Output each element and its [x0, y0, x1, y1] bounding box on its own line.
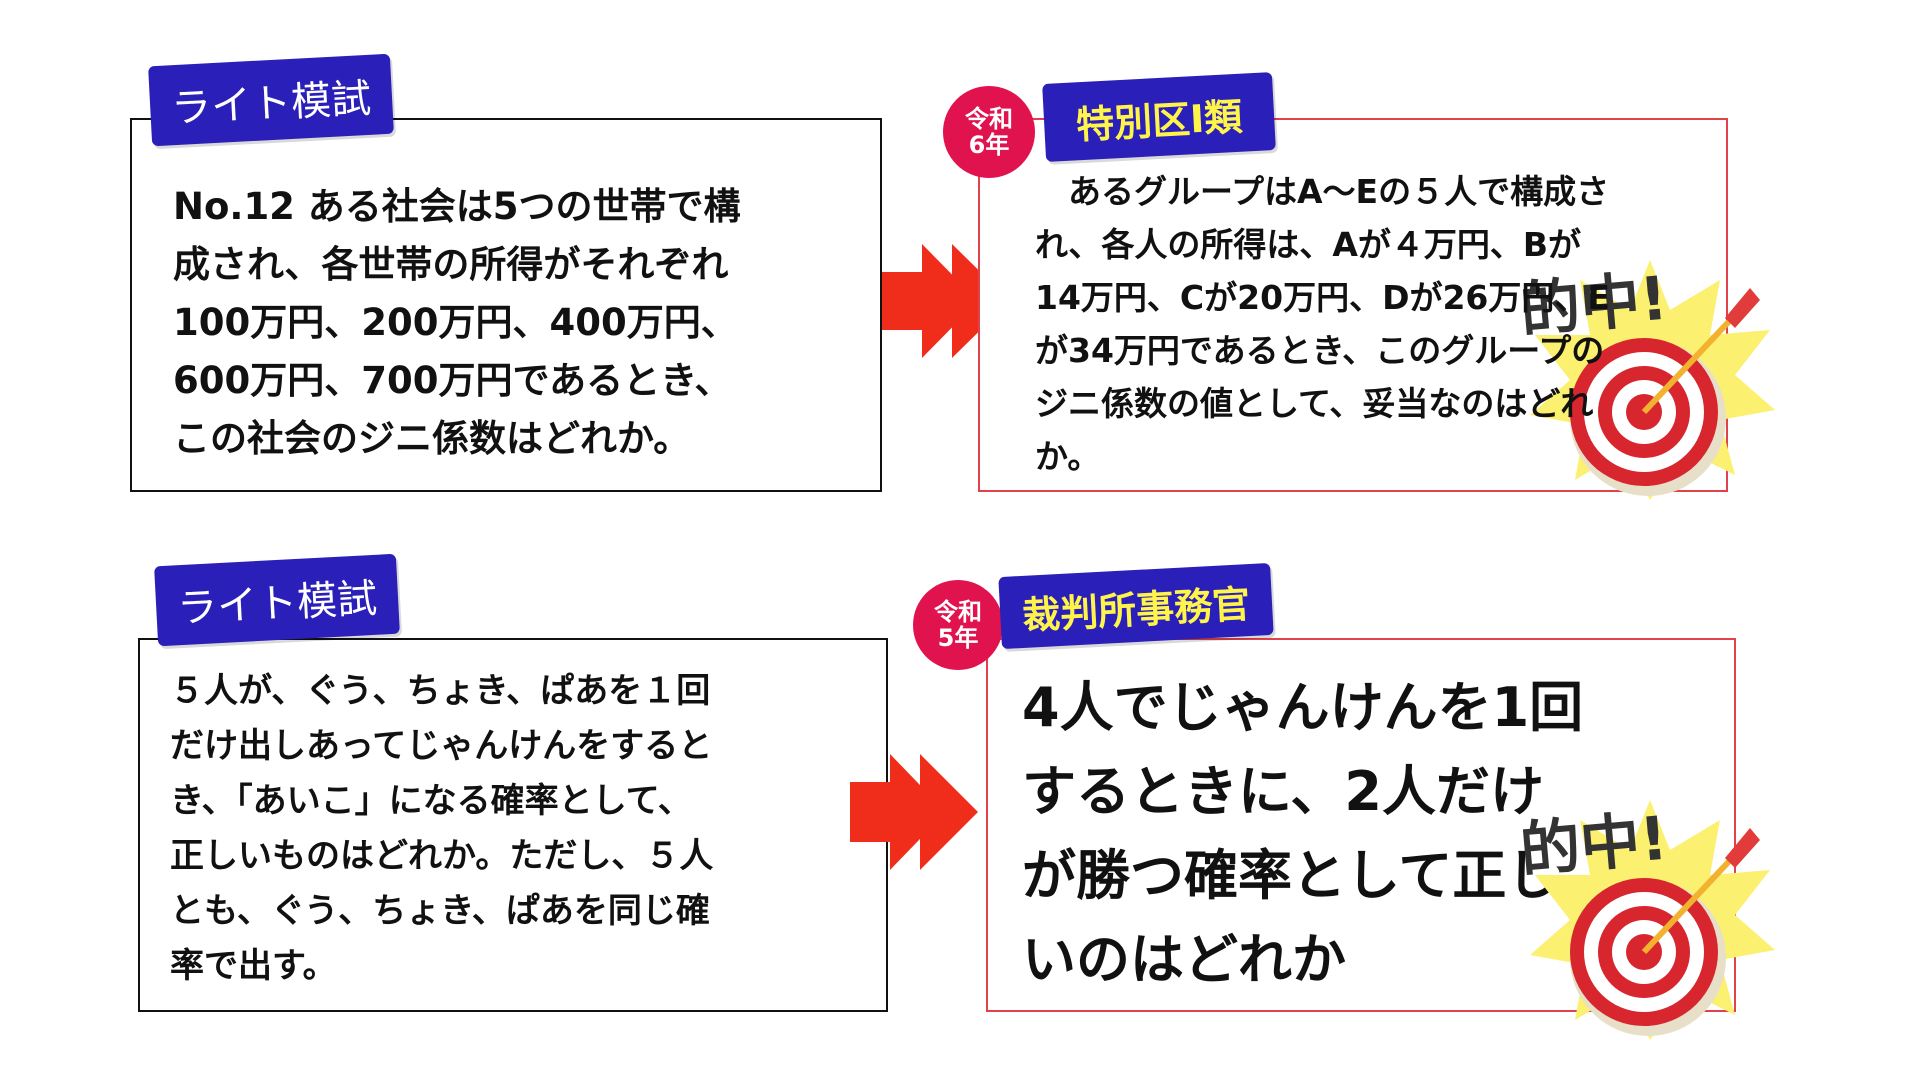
mock-question-text-1: No.12 ある社会は5つの世帯で構 成され、各世帯の所得がそれぞれ 100万円… [173, 178, 741, 468]
exam-label-2: 裁判所事務官 [998, 562, 1274, 650]
mock-question-text-2: ５人が、ぐう、ちょき、ぱあを１回 だけ出しあってじゃんけんをすると き、「あいこ… [170, 664, 713, 994]
text-line: とも、ぐう、ちょき、ぱあを同じ確 [170, 891, 710, 931]
text-line: 正しいものはどれか。ただし、５人 [170, 836, 714, 876]
text-line: か。 [1035, 437, 1101, 476]
exam-question-text-1: あるグループはA〜Eの５人で構成さ れ、各人の所得は、Aが４万円、Bが 14万円… [1035, 165, 1610, 483]
hit-text: 的中! [1520, 264, 1670, 347]
text-line: するときに、2人だけ [1022, 760, 1544, 823]
text-line: れ、各人の所得は、Aが４万円、Bが [1035, 225, 1582, 264]
text-line: ジニ係数の値として、妥当なのはどれ [1035, 384, 1594, 423]
text-line: き、「あいこ」になる確率として、 [170, 781, 692, 821]
text-line: ５人が、ぐう、ちょき、ぱあを１回 [170, 671, 711, 711]
text-line: 14万円、Cが20万円、Dが26万円、E [1035, 278, 1610, 317]
arrow-right-icon-2 [850, 754, 978, 870]
text-line: 成され、各世帯の所得がそれぞれ [173, 243, 729, 286]
text-line: 4人でじゃんけんを1回 [1022, 676, 1584, 739]
hit-text: 的中! [1520, 804, 1670, 887]
text-line: が勝つ確率として正し [1022, 844, 1561, 907]
bullseye-hit-icon-1: 的中! [1520, 260, 1775, 500]
text-line: いのはどれか [1022, 928, 1346, 991]
text-line: この社会のジニ係数はどれか。 [173, 417, 691, 460]
era-name: 令和 [965, 105, 1013, 133]
era-badge-2: 令和 5年 [913, 580, 1003, 670]
text-line: 600万円、700万円であるとき、 [173, 359, 732, 402]
text-line: が34万円であるとき、このグループの [1035, 331, 1605, 370]
era-year: 5年 [937, 624, 979, 652]
exam-question-text-2: 4人でじゃんけんを1回 するときに、2人だけ が勝つ確率として正し いのはどれか [1022, 666, 1583, 1002]
era-name: 令和 [934, 598, 982, 626]
text-line: No.12 ある社会は5つの世帯で構 [173, 185, 741, 228]
text-line: 100万円、200万円、400万円、 [173, 301, 738, 344]
mock-exam-label-2: ライト模試 [154, 553, 400, 647]
text-line: 率で出す。 [170, 946, 337, 986]
mock-question-box-1 [130, 118, 882, 492]
mock-exam-label-1: ライト模試 [148, 53, 394, 147]
text-line: あるグループはA〜Eの５人で構成さ [1035, 172, 1610, 211]
bullseye-hit-icon-2: 的中! [1520, 800, 1775, 1040]
era-year: 6年 [968, 131, 1010, 159]
exam-label-1: 特別区Ⅰ類 [1042, 72, 1276, 162]
text-line: だけ出しあってじゃんけんをすると [170, 726, 713, 766]
mock-question-box-2 [138, 638, 888, 1012]
era-badge-1: 令和 6年 [943, 86, 1035, 178]
